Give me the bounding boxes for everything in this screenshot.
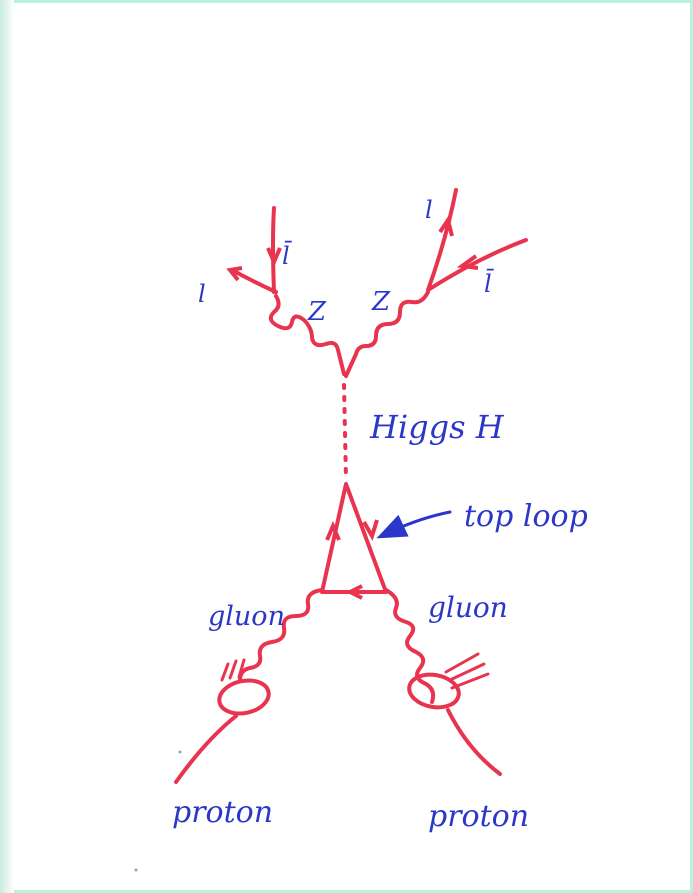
lepton-left-line bbox=[232, 270, 276, 292]
label-antilepton-right: l̄ bbox=[484, 269, 495, 298]
proton-left-blob bbox=[216, 676, 272, 718]
proton-left-line bbox=[176, 716, 236, 782]
label-proton-left: proton bbox=[172, 795, 273, 830]
speck bbox=[179, 751, 182, 754]
label-proton-right: proton bbox=[428, 799, 529, 834]
label-z-right: Z bbox=[371, 287, 391, 317]
higgs-dotted-line bbox=[344, 385, 346, 480]
antilepton-left-line bbox=[273, 208, 274, 292]
label-gluon-right: gluon bbox=[428, 591, 508, 624]
speck bbox=[135, 869, 138, 872]
label-higgs: Higgs H bbox=[369, 408, 505, 446]
label-z-left: Z bbox=[307, 297, 327, 327]
label-gluon-left: gluon bbox=[208, 601, 285, 632]
label-lepton-left: l bbox=[198, 280, 206, 308]
top-loop-triangle bbox=[322, 484, 386, 592]
label-lepton-right: l bbox=[425, 196, 433, 224]
top-loop-pointer-arrow bbox=[390, 512, 450, 532]
proton-right-line bbox=[448, 710, 500, 774]
label-top-loop: top loop bbox=[464, 499, 588, 534]
label-antilepton-left: l̄ bbox=[282, 241, 293, 270]
